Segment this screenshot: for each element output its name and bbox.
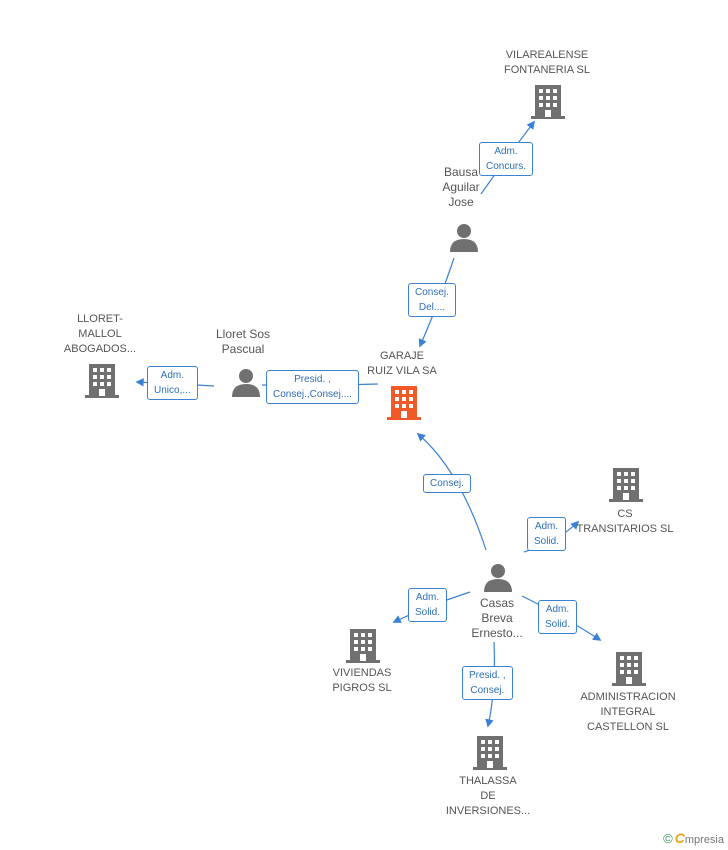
edge-label-bausa-garaje[interactable]: Consej. Del.... xyxy=(408,283,456,317)
label-line: CASTELLON SL xyxy=(587,721,669,733)
label-line: MALLOL xyxy=(78,328,122,340)
node-vilarealense-label[interactable]: VILAREALENSE FONTANERIA SL xyxy=(488,48,606,78)
label-line: TRANSITARIOS SL xyxy=(576,523,674,535)
role-line: Solid. xyxy=(534,536,560,547)
label-line: THALASSA xyxy=(459,775,517,787)
label-line: PIGROS SL xyxy=(332,682,392,694)
edge-label-casas-cs[interactable]: Adm. Solid. xyxy=(527,517,567,551)
edge-label-bausa-vilarealense[interactable]: Adm. Concurs. xyxy=(479,142,534,176)
edge-label-casas-administracion[interactable]: Adm. Solid. xyxy=(538,600,578,634)
label-line: Aguilar xyxy=(442,180,480,194)
edge-label-casas-thalassa[interactable]: Presid. , Consej. xyxy=(462,666,513,700)
role-line: Consej.,Consej.... xyxy=(273,389,352,400)
person-icon[interactable] xyxy=(231,367,261,397)
label-line: ADMINISTRACION xyxy=(580,691,676,703)
role-line: Unico,... xyxy=(154,385,191,396)
building-icon[interactable] xyxy=(85,362,119,398)
label-line: INVERSIONES... xyxy=(445,805,531,817)
label-line: ABOGADOS... xyxy=(63,343,137,355)
role-line: Adm. xyxy=(160,370,185,381)
label-line: CS xyxy=(617,508,633,520)
building-icon[interactable] xyxy=(531,83,565,119)
role-line: Adm. xyxy=(545,604,570,615)
role-line: Presid. , xyxy=(469,670,506,681)
role-line: Concurs. xyxy=(486,161,527,172)
node-cs-label[interactable]: CS TRANSITARIOS SL xyxy=(574,507,676,537)
node-casas-label[interactable]: Casas Breva Ernesto... xyxy=(460,596,534,641)
main-company-building-icon[interactable] xyxy=(387,384,421,420)
node-lloret-mallol-label[interactable]: LLORET- MALLOL ABOGADOS... xyxy=(56,312,144,357)
node-lloret-sos-label[interactable]: Lloret Sos Pascual xyxy=(200,327,286,357)
copyright-icon: © xyxy=(663,831,673,846)
label-line: DE xyxy=(480,790,496,802)
node-viviendas-label[interactable]: VIVIENDAS PIGROS SL xyxy=(318,666,406,696)
label-line: INTEGRAL xyxy=(600,706,656,718)
role-line: Solid. xyxy=(415,607,441,618)
label-line: Lloret Sos xyxy=(215,327,271,341)
building-icon[interactable] xyxy=(609,466,643,502)
label-line: VILAREALENSE xyxy=(505,49,589,61)
label-line: FONTANERIA SL xyxy=(504,64,590,76)
label-line: VIVIENDAS xyxy=(332,667,392,679)
label-line: Breva xyxy=(481,611,513,625)
node-administracion-label[interactable]: ADMINISTRACION INTEGRAL CASTELLON SL xyxy=(576,690,680,735)
building-icon[interactable] xyxy=(346,627,380,663)
role-line: Del.... xyxy=(418,302,446,313)
edge-label-lloret-mallol[interactable]: Adm. Unico,... xyxy=(147,366,198,400)
label-line: Jose xyxy=(448,195,474,209)
role-line: Consej. xyxy=(415,287,449,298)
label-line: LLORET- xyxy=(77,313,123,325)
brand-initial: C xyxy=(674,830,685,846)
building-icon[interactable] xyxy=(612,650,646,686)
node-bausa-label[interactable]: Bausa Aguilar Jose xyxy=(426,165,496,210)
brand-name: mpresia xyxy=(684,834,724,846)
role-line: Adm. xyxy=(534,521,559,532)
label-line: Ernesto... xyxy=(471,626,523,640)
role-line: Solid. xyxy=(545,619,571,630)
label-line: GARAJE xyxy=(379,350,424,362)
empresia-logo: ©Cmpresia xyxy=(663,830,724,846)
edge-label-casas-viviendas[interactable]: Adm. Solid. xyxy=(408,588,448,622)
node-thalassa-label[interactable]: THALASSA DE INVERSIONES... xyxy=(440,774,536,819)
label-line: Pascual xyxy=(221,342,265,356)
role-line: Consej. xyxy=(430,478,464,489)
label-line: RUIZ VILA SA xyxy=(367,365,437,377)
person-icon[interactable] xyxy=(449,222,479,252)
label-line: Bausa xyxy=(443,165,479,179)
role-line: Consej. xyxy=(470,685,505,696)
label-line: Casas xyxy=(479,596,514,610)
role-line: Presid. , xyxy=(294,374,331,385)
role-line: Adm. xyxy=(415,592,440,603)
role-line: Adm. xyxy=(494,146,518,157)
edge-label-lloret-garaje[interactable]: Presid. , Consej.,Consej.... xyxy=(266,370,359,404)
person-icon[interactable] xyxy=(483,562,513,592)
node-garaje-label[interactable]: GARAJE RUIZ VILA SA xyxy=(350,349,454,379)
building-icon[interactable] xyxy=(473,734,507,770)
edge-label-casas-garaje[interactable]: Consej. xyxy=(423,474,471,493)
